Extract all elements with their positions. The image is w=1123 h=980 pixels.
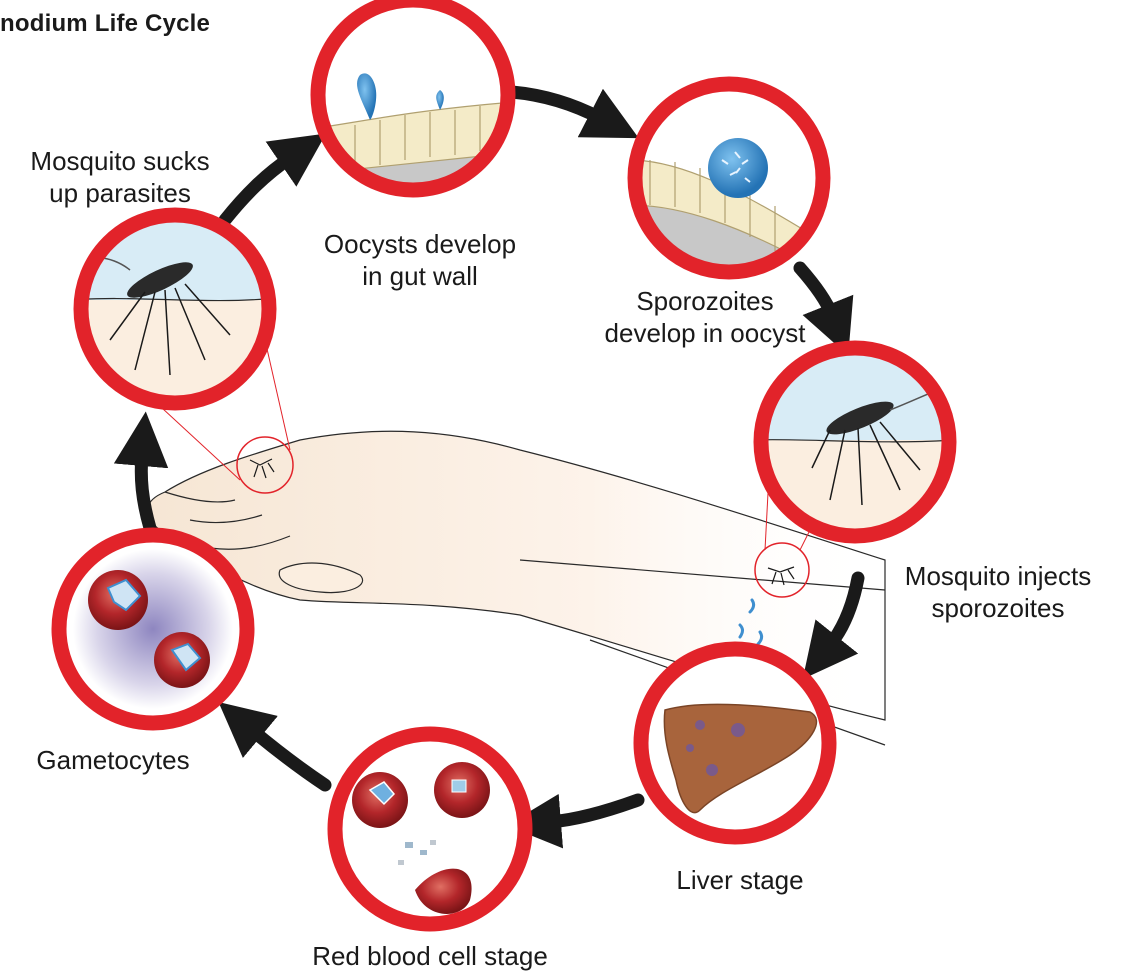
- label-oocysts: Oocysts develop in gut wall: [290, 228, 550, 292]
- label-injects: Mosquito injects sporozoites: [878, 560, 1118, 624]
- stage-circle-sporozoites: [630, 84, 823, 290]
- arrow-rbc-to-gametocytes: [252, 730, 325, 785]
- label-sucks: Mosquito sucks up parasites: [0, 145, 240, 209]
- label-sporozoites: Sporozoites develop in oocyst: [560, 285, 850, 349]
- label-liver: Liver stage: [650, 864, 830, 896]
- stage-circle-oocysts: [300, 0, 540, 210]
- stage-circle-liver: [641, 649, 829, 837]
- stage-circle-gametocytes: [59, 535, 247, 723]
- label-gametocytes: Gametocytes: [8, 744, 218, 776]
- diagram-title: nodium Life Cycle: [0, 10, 210, 38]
- arrow-gametocytes-to-sucks: [141, 455, 150, 528]
- stage-circle-injects: [755, 340, 955, 550]
- arrow-liver-to-rbc: [550, 800, 638, 822]
- arrow-oocysts-to-sporozoites: [512, 92, 600, 118]
- stage-circle-sucks: [75, 210, 275, 420]
- stage-circle-rbc: [335, 734, 525, 924]
- label-rbc: Red blood cell stage: [265, 940, 595, 972]
